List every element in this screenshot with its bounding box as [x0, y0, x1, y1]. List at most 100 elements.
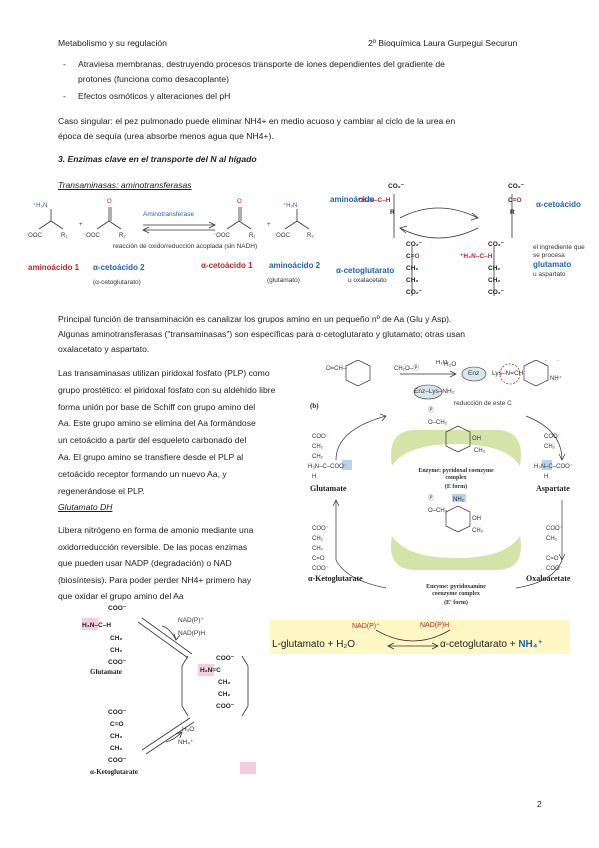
svg-text:⁺H₃N–C–H: ⁺H₃N–C–H	[460, 253, 493, 260]
svg-text:OH: OH	[472, 436, 481, 442]
svg-text:COO⁻: COO⁻	[108, 605, 127, 612]
svg-text:C=O: C=O	[110, 721, 124, 728]
svg-text:CO₂⁻: CO₂⁻	[406, 241, 423, 248]
svg-text:CO₂⁻: CO₂⁻	[406, 289, 423, 296]
paragraph-line: oxalacetato y aspartato.	[58, 344, 150, 354]
svg-text:COO⁻: COO⁻	[108, 709, 127, 716]
svg-text:C=O: C=O	[546, 556, 559, 562]
glutamate-sublabel: (glutamato)	[267, 277, 300, 284]
svg-text:CH₂: CH₂	[110, 647, 122, 654]
svg-text:CH₂: CH₂	[312, 546, 324, 552]
nadph-label: NAD(P)H	[178, 630, 206, 637]
svg-text:NH⁺: NH⁺	[550, 375, 562, 382]
figure-panel-label: (b)	[310, 402, 319, 410]
svg-text:O–CH₂: O–CH₂	[428, 420, 448, 426]
svg-text:⁻OOC: ⁻OOC	[83, 233, 101, 239]
schiff-label: Lys–N=CH	[492, 370, 524, 377]
svg-text:R₁: R₁	[61, 233, 67, 239]
svg-text:R₁: R₁	[249, 233, 255, 239]
aminoacid-2-label: aminoácido 2	[269, 261, 321, 270]
paragraph-line: Principal función de transaminación es c…	[58, 314, 452, 324]
svg-text:COO⁻: COO⁻	[544, 434, 561, 440]
svg-text:⁺H₃N: ⁺H₃N	[283, 202, 297, 209]
aminoacido-label: aminoácido	[330, 195, 375, 204]
ketoglutarate-sublabel: (α-cetoglutarato)	[93, 279, 141, 286]
svg-text:+: +	[79, 222, 83, 228]
svg-text:H: H	[544, 474, 548, 480]
svg-text:⁻OOC: ⁻OOC	[213, 233, 231, 239]
svg-text:COO⁻: COO⁻	[312, 434, 329, 440]
paragraph-line: Libera nitrógeno en forma de amonio medi…	[58, 525, 254, 535]
svg-text:Ⓟ: Ⓟ	[428, 494, 434, 502]
svg-text:CH₂O–Ⓟ: CH₂O–Ⓟ	[394, 364, 419, 372]
ammonium-label: NH₄⁺	[178, 739, 194, 746]
plp-paragraph: Las transaminasas utilizan piridoxal fos…	[58, 365, 275, 499]
svg-text:CH₂O–Ⓟ: CH₂O–Ⓟ	[536, 360, 561, 362]
svg-text:H: H	[312, 474, 316, 480]
svg-text:CH₃: CH₃	[474, 448, 486, 454]
cetoacido-label: α-cetoácido	[536, 200, 581, 209]
svg-text:CO₂⁻: CO₂⁻	[388, 183, 405, 190]
svg-text:OH: OH	[472, 516, 481, 522]
paragraph-line: Las transaminasas utilizan piridoxal fos…	[58, 368, 270, 378]
paragraph-line: forma unión por base de Schiff con grupo…	[58, 401, 256, 412]
svg-text:CO₂⁻: CO₂⁻	[488, 241, 505, 248]
svg-text:+: +	[267, 222, 271, 228]
paragraph-line: Aa. El grupo amino se transfiere desde e…	[58, 451, 244, 462]
header-left: Metabolismo y su regulación	[58, 38, 167, 48]
equation-left: L-glutamato + H₂O	[272, 639, 356, 650]
svg-text:C=O: C=O	[508, 197, 522, 204]
paragraph-line: cetoácido receptor formando un nuevo Aa,…	[58, 468, 227, 479]
nadp-label: NAD(P)⁺	[178, 617, 204, 624]
svg-text:CH₂: CH₂	[312, 454, 324, 460]
glutamato-sublabel: u aspartato	[533, 271, 566, 278]
e2-form-label: (E′ form)	[444, 600, 468, 606]
enzyme-e2-label: Enzyme: pyridoxamine coenzyme complex	[426, 584, 486, 597]
svg-text:C=O: C=O	[312, 556, 325, 562]
paragraph-line: regenerándose el PLP.	[58, 485, 145, 496]
gdh-paragraph: Libera nitrógeno en forma de amonio medi…	[58, 522, 253, 605]
enzyme-label: Aminotransferase	[143, 211, 194, 218]
svg-text:CH₂: CH₂	[312, 444, 324, 450]
equation-product: α-cetoglutarato +	[440, 639, 519, 650]
page-number: 2	[537, 799, 542, 809]
svg-text:CO₂⁻: CO₂⁻	[488, 289, 505, 296]
nadp-label: NAD(P)⁺	[352, 623, 380, 630]
svg-text:CH₃: CH₃	[472, 528, 484, 534]
svg-text:O: O	[107, 199, 112, 205]
svg-text:⁻OOC: ⁻OOC	[25, 233, 43, 239]
oxaloacetate-label: Oxaloacetate	[526, 574, 571, 583]
svg-text:C=O: C=O	[406, 253, 420, 260]
aspartate-label: Aspartate	[536, 484, 570, 493]
paragraph-line: Caso singular: el pez pulmonado puede el…	[58, 116, 456, 126]
svg-text:H₂N=C: H₂N=C	[200, 667, 221, 674]
ketoacid-1-label: α-cetoácido 1	[201, 261, 253, 270]
svg-text:CH₂: CH₂	[218, 691, 230, 698]
cetoglutarato-sublabel: u oxalacetato	[348, 277, 387, 284]
enz-label: Enz	[468, 370, 480, 377]
svg-text:COO⁻: COO⁻	[108, 757, 127, 764]
svg-text:O=CH–: O=CH–	[326, 366, 347, 372]
paragraph-line: que oxidar el grupo amino del Aa	[58, 591, 184, 601]
paragraph-line: Algunas aminotransferasas ("transaminasa…	[58, 329, 466, 339]
nadph-label: NAD(P)H	[420, 622, 450, 629]
enzyme-e-label: Enzyme: pyridoxal coenzyme complex	[418, 468, 494, 481]
svg-text:R: R	[510, 209, 515, 216]
reduccion-label: reducción de este C	[454, 400, 512, 407]
bullet-item: Atraviesa membranas, destruyendo proceso…	[63, 57, 445, 72]
svg-text:CH₂: CH₂	[488, 277, 500, 284]
ketoglutarate-label: α-Ketoglutarate	[90, 768, 138, 776]
paragraph-line: un cetoácido a partir del esqueleto carb…	[58, 435, 247, 446]
svg-text:O–CH₂: O–CH₂	[428, 508, 448, 514]
svg-text:COO⁻: COO⁻	[216, 655, 235, 662]
svg-text:COO⁻: COO⁻	[216, 703, 235, 710]
header-right: 2º Bioquímica Laura Gurpegui Securun	[368, 38, 518, 48]
svg-text:⁻OOC: ⁻OOC	[273, 233, 291, 239]
svg-text:COO⁻: COO⁻	[312, 526, 329, 532]
ammonium-label: NH₄⁺	[518, 639, 543, 650]
ketoacid-2-label: α-cetoácido 2	[93, 263, 145, 272]
aminoacid-1-label: aminoácido 1	[28, 263, 80, 272]
